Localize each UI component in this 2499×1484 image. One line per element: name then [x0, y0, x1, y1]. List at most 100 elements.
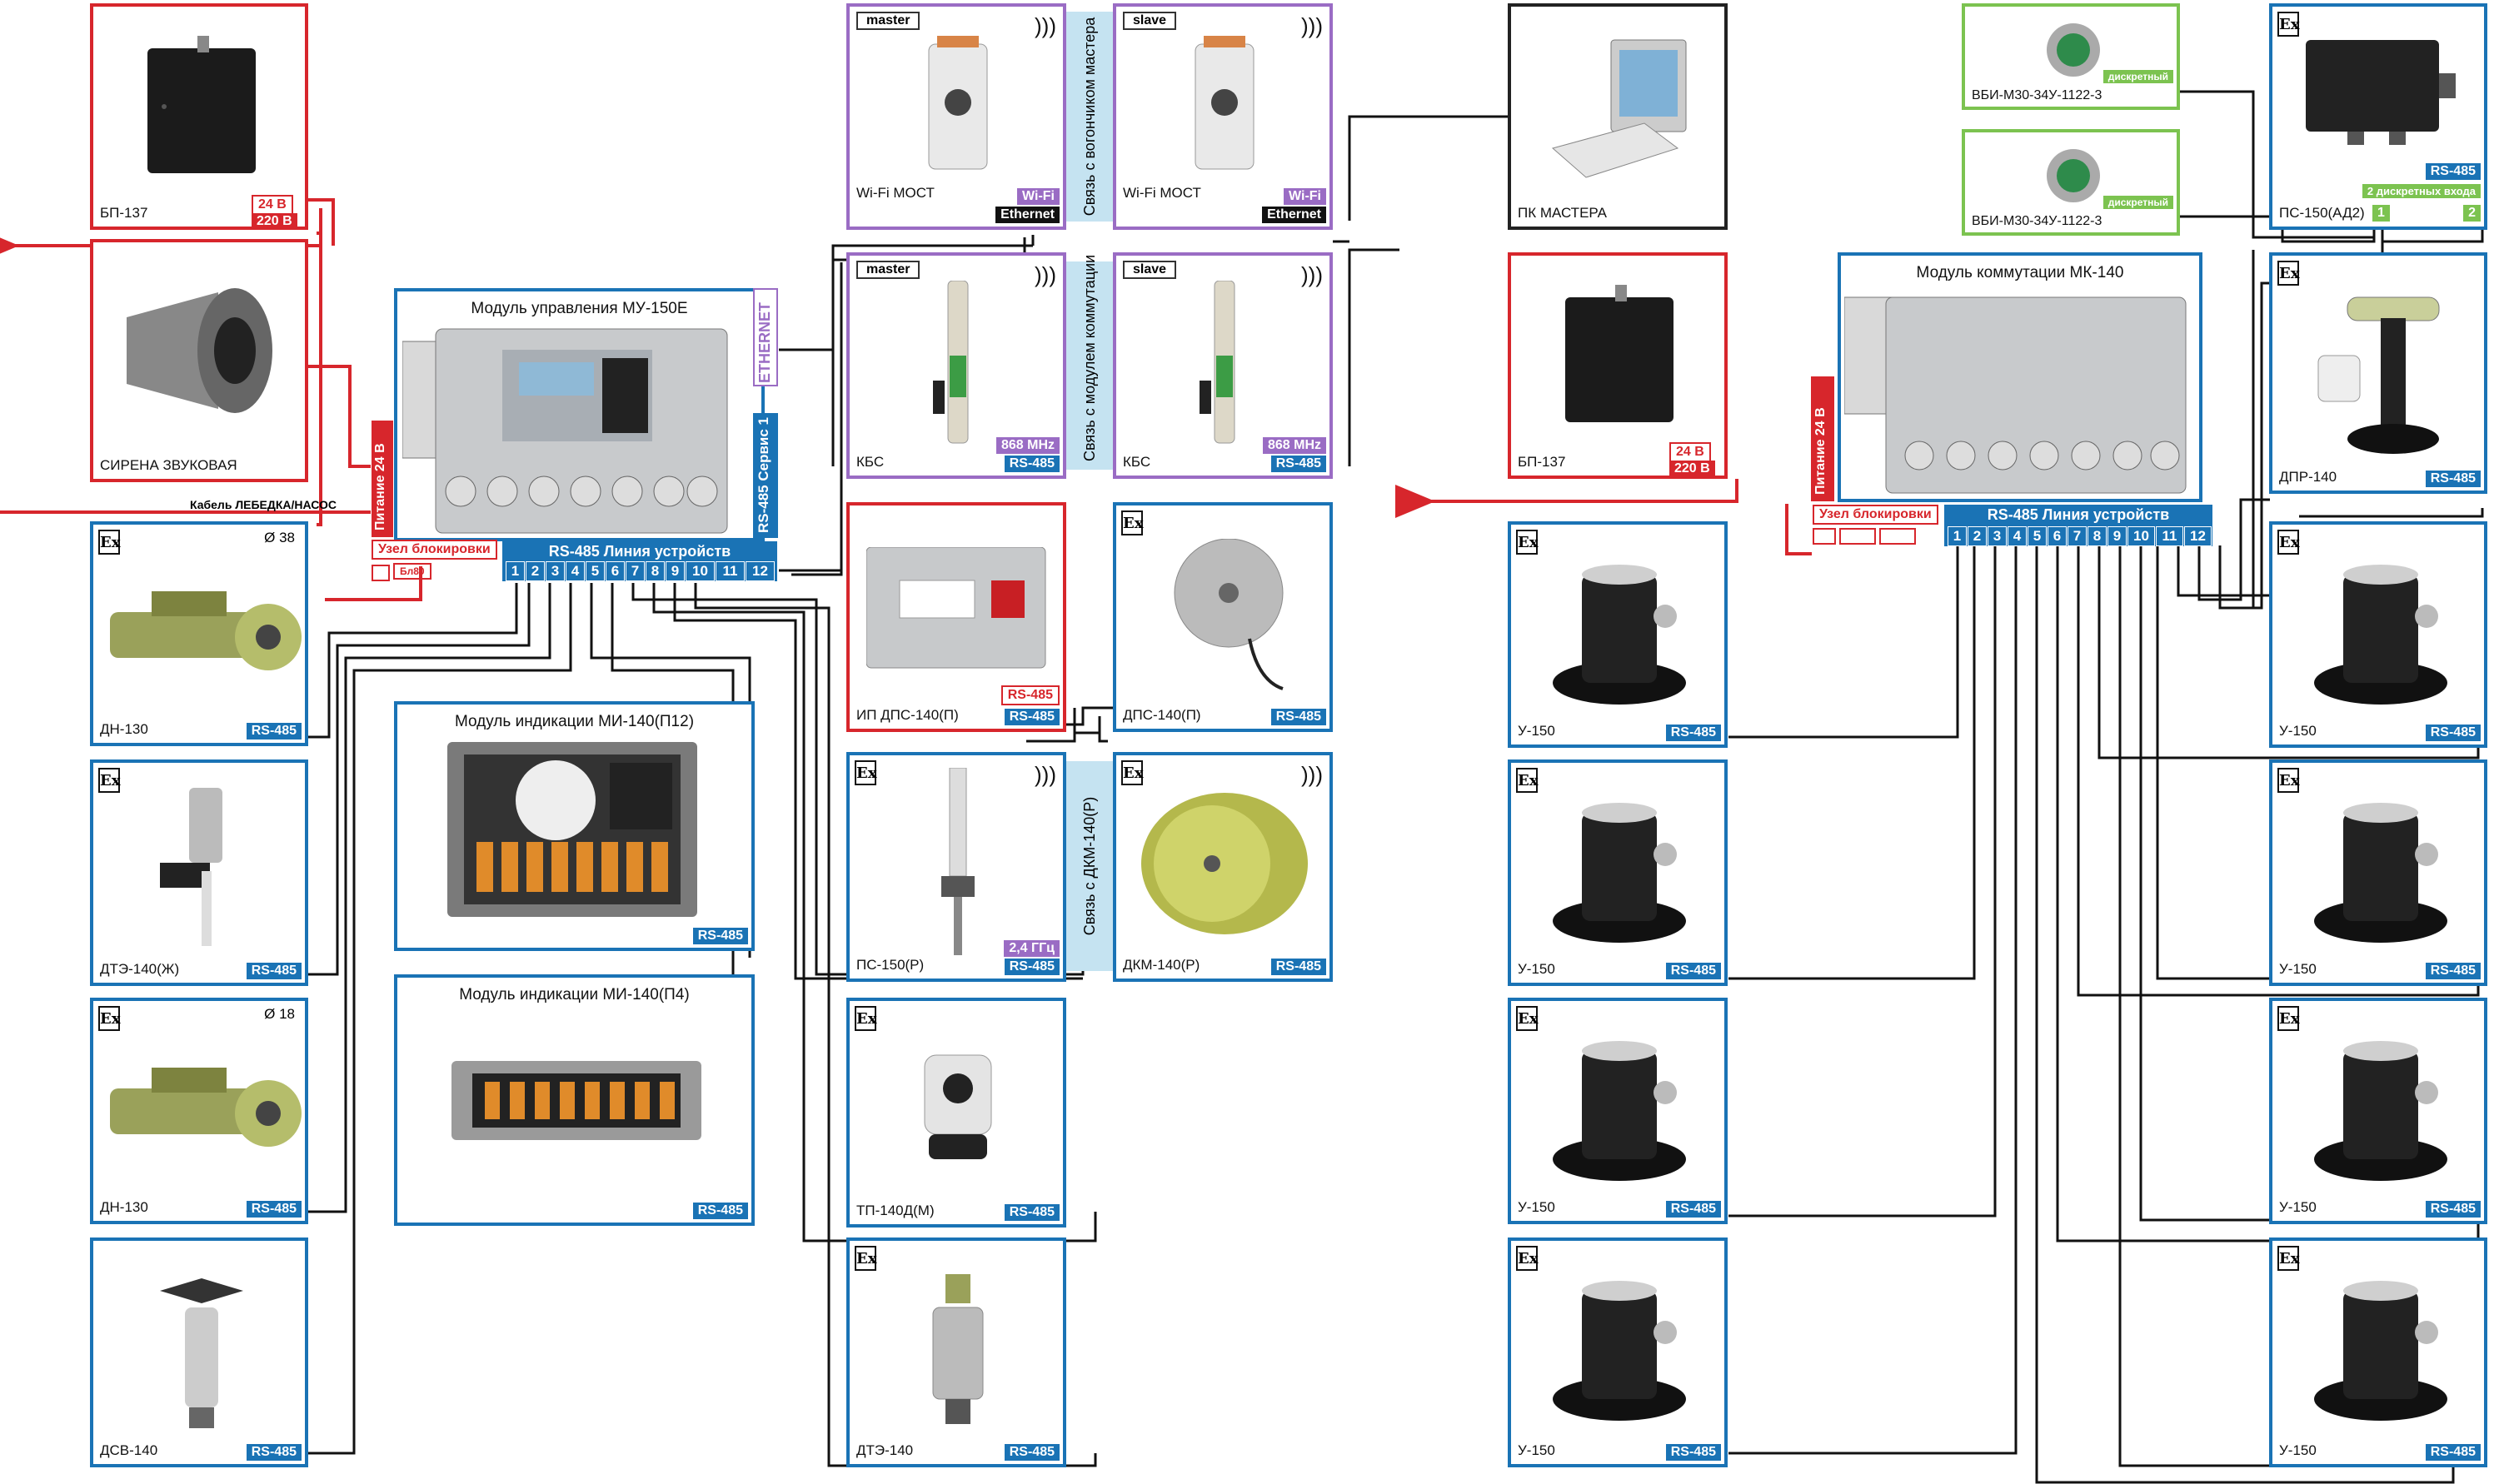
bus-port-6[interactable]: 6 [606, 561, 625, 581]
rs485-tag: RS-485 [2425, 471, 2481, 487]
ps150r-sensor-card[interactable]: Ex ))) ПС-150(Р) 2,4 ГГц RS-485 [846, 752, 1066, 982]
bus-port-8[interactable]: 8 [2087, 526, 2107, 546]
wifi-icon: ))) [1301, 762, 1323, 787]
caption: У-150 [2279, 723, 2317, 739]
vbi-sensor-2-card[interactable]: ВБИ-М30-34У-1122-3 дискретный [1962, 129, 2180, 236]
bus-port-4[interactable]: 4 [566, 561, 585, 581]
dn130-sensor-card-2[interactable]: Ex Ø 18 ДН-130 RS-485 [90, 998, 308, 1224]
bus-port-11[interactable]: 11 [716, 561, 745, 581]
indicator-panel-image [447, 742, 697, 917]
ex-mark-icon: Ex [1121, 510, 1143, 535]
mk140-power-port[interactable]: Питание 24 В [1811, 376, 1834, 501]
power-supply-box-image [147, 36, 256, 173]
mi140-p4-indicator-card[interactable]: Модуль индикации МИ-140(П4) RS-485 [394, 974, 755, 1226]
indicator-panel-image [451, 1061, 701, 1140]
dte140-sensor-card[interactable]: Ex ДТЭ-140 RS-485 [846, 1237, 1066, 1467]
ex-mark-icon: Ex [855, 760, 876, 785]
mu150-control-module-card[interactable]: Модуль управления МУ-150Е [394, 288, 765, 541]
psu-bp137-right-card[interactable]: БП-137 24 В 220 В [1508, 252, 1728, 479]
ethernet-tag: Ethernet [995, 207, 1060, 223]
bus-port-9[interactable]: 9 [2107, 526, 2127, 546]
pressure-sensor-image [924, 1054, 992, 1159]
bus-port-7[interactable]: 7 [2068, 526, 2087, 546]
bus-port-9[interactable]: 9 [666, 561, 685, 581]
position-sensor-image [2317, 296, 2440, 454]
speed-sensor-image [1174, 539, 1284, 690]
bus-port-1[interactable]: 1 [1948, 526, 1967, 546]
master-badge: master [856, 261, 920, 279]
dsv140-sensor-card[interactable]: ДСВ-140 RS-485 [90, 1237, 308, 1467]
rs485-tag: RS-485 [692, 928, 748, 944]
voltage-220v-badge: 220 В [252, 213, 297, 230]
bus-port-7[interactable]: 7 [626, 561, 645, 581]
dte140j-sensor-card[interactable]: Ex ДТЭ-140(Ж) RS-485 [90, 759, 308, 986]
ps150ad2-sensor-card[interactable]: Ex ПС-150(АД2) RS-485 2 дискретных входа… [2269, 3, 2487, 230]
diameter-label: Ø 38 [264, 530, 295, 545]
band-label: Связь с вогончиком мастера [1081, 17, 1098, 217]
control-unit-image [402, 328, 728, 534]
ex-mark-icon: Ex [2277, 1246, 2299, 1271]
bus-port-5[interactable]: 5 [2028, 526, 2047, 546]
discrete-tag: дискретный [2102, 70, 2173, 83]
vbi-sensor-1-card[interactable]: ВБИ-М30-34У-1122-3 дискретный [1962, 3, 2180, 110]
bus-port-10[interactable]: 10 [2127, 526, 2155, 546]
bus-port-8[interactable]: 8 [646, 561, 665, 581]
rs485-tag: RS-485 [2425, 163, 2481, 180]
master-pc-card[interactable]: ПК МАСТЕРА [1508, 3, 1728, 230]
kbs-master-card[interactable]: master ))) КБС 868 MHz RS-485 [846, 252, 1066, 479]
bus-port-10[interactable]: 10 [686, 561, 715, 581]
bus-port-11[interactable]: 11 [2156, 526, 2183, 546]
caption: ДТЭ-140 [856, 1442, 914, 1458]
input-2-tag[interactable]: 2 [2463, 205, 2481, 222]
dn130-sensor-card[interactable]: Ex Ø 38 ДН-130 RS-485 [90, 521, 308, 746]
dkm140r-sensor-card[interactable]: Ex ))) ДКМ-140(Р) RS-485 [1113, 752, 1333, 982]
ethernet-port[interactable]: ETHERNET [753, 288, 778, 386]
bus-port-5[interactable]: 5 [586, 561, 605, 581]
psu-bp137-card[interactable]: БП-137 24 В 220 В [90, 3, 308, 230]
weight-sensor-image [2314, 565, 2447, 705]
mu150-power-port[interactable]: Питание 24 В [372, 421, 393, 537]
input-1-tag[interactable]: 1 [2372, 205, 2390, 222]
freq-tag: 2,4 ГГц [1004, 940, 1060, 957]
diameter-label: Ø 18 [264, 1006, 295, 1022]
bus-port-3[interactable]: 3 [546, 561, 565, 581]
wifi-bridge-master-card[interactable]: master ))) Wi-Fi МОСТ Wi-Fi Ethernet [846, 3, 1066, 230]
bus-port-4[interactable]: 4 [2008, 526, 2027, 546]
bus-label: RS-485 Линия устройств [1987, 506, 2170, 523]
band-label: Связь с ДКМ-140(Р) [1081, 796, 1098, 936]
caption: ПС-150(АД2) [2279, 205, 2365, 221]
mu150-lock-unit[interactable]: Узел блокировки Бл80 [372, 540, 501, 588]
mk140-switch-module-card[interactable]: Модуль коммутации МК-140 [1838, 252, 2202, 502]
siren-card[interactable]: СИРЕНА ЗВУКОВАЯ [90, 239, 308, 482]
bus-port-1[interactable]: 1 [506, 561, 525, 581]
lock-terminal-icon [1839, 528, 1876, 545]
ip-dps140-card[interactable]: ИП ДПС-140(П) RS-485 RS-485 [846, 502, 1066, 732]
rs485-tag: RS-485 [692, 1203, 748, 1219]
bus-port-2[interactable]: 2 [1968, 526, 1987, 546]
ex-mark-icon: Ex [98, 1006, 120, 1031]
service-port[interactable]: RS-485 Сервис 1 [753, 413, 778, 538]
wifi-bridge-slave-card[interactable]: slave ))) Wi-Fi МОСТ Wi-Fi Ethernet [1113, 3, 1333, 230]
ex-mark-icon: Ex [98, 768, 120, 793]
bus-port-2[interactable]: 2 [526, 561, 545, 581]
bus-port-6[interactable]: 6 [2048, 526, 2067, 546]
dps140-sensor-card[interactable]: Ex ДПС-140(П) RS-485 [1113, 502, 1333, 732]
dpr140-sensor-card[interactable]: Ex ДПР-140 RS-485 [2269, 252, 2487, 494]
mi140-p12-indicator-card[interactable]: Модуль индикации МИ-140(П12) RS-485 [394, 701, 755, 951]
caption: У-150 [2279, 1199, 2317, 1215]
bus-port-12[interactable]: 12 [2184, 526, 2212, 546]
bus-port-3[interactable]: 3 [1988, 526, 2007, 546]
kbs-slave-card[interactable]: slave ))) КБС 868 MHz RS-485 [1113, 252, 1333, 479]
bus-port-12[interactable]: 12 [746, 561, 775, 581]
tp140dm-sensor-card[interactable]: Ex ТП-140Д(М) RS-485 [846, 998, 1066, 1228]
mk140-lock-unit[interactable]: Узел блокировки [1813, 505, 1946, 546]
caption: У-150 [1518, 723, 1555, 739]
